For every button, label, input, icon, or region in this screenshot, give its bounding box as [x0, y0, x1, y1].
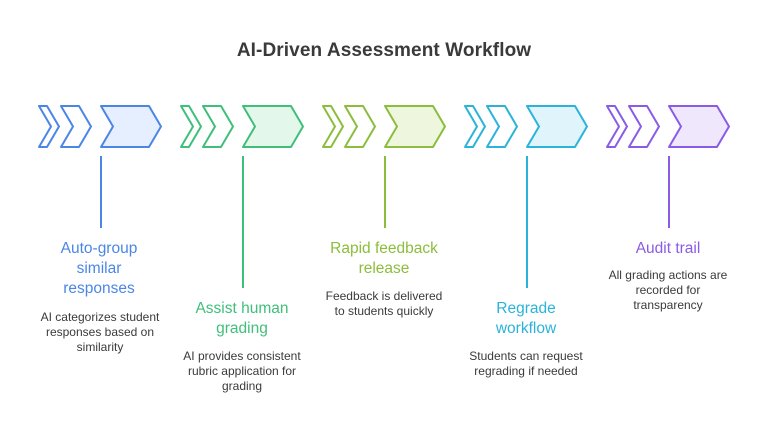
diagram-title: AI-Driven Assessment Workflow — [236, 40, 532, 61]
step-1-chevron-3 — [100, 105, 162, 148]
step-1-chevron-1 — [38, 105, 60, 148]
step-4-chevron-2 — [486, 105, 518, 148]
step-5-chevron-2 — [628, 105, 660, 148]
step-5-description: All grading actions are recorded for tra… — [608, 268, 728, 312]
step-3-chevron-1 — [322, 105, 344, 148]
step-5-chevron-3 — [668, 105, 730, 148]
step-3-title: Rapid feedback release — [330, 240, 438, 277]
step-4-title: Regrade workflow — [495, 300, 557, 337]
step-2-description: AI provides consistent rubric applicatio… — [183, 349, 301, 393]
step-4-chevron-1 — [464, 105, 486, 148]
step-2-title: Assist human grading — [195, 300, 289, 337]
step-4-description: Students can request regrading if needed — [469, 349, 583, 378]
step-3-chevron-2 — [344, 105, 376, 148]
step-5-chevron-1 — [606, 105, 628, 148]
step-2-chevron-3 — [242, 105, 304, 148]
step-3-chevron-3 — [384, 105, 446, 148]
step-1-title: Auto-group similar responses — [60, 240, 138, 297]
step-4-chevron-3 — [526, 105, 588, 148]
step-1-chevron-2 — [60, 105, 92, 148]
step-5-title: Audit trail — [635, 240, 701, 257]
step-3-description: Feedback is delivered to students quickl… — [325, 289, 443, 318]
step-1-description: AI categorizes student responses based o… — [40, 310, 160, 354]
step-2-chevron-1 — [180, 105, 202, 148]
step-2-chevron-2 — [202, 105, 234, 148]
